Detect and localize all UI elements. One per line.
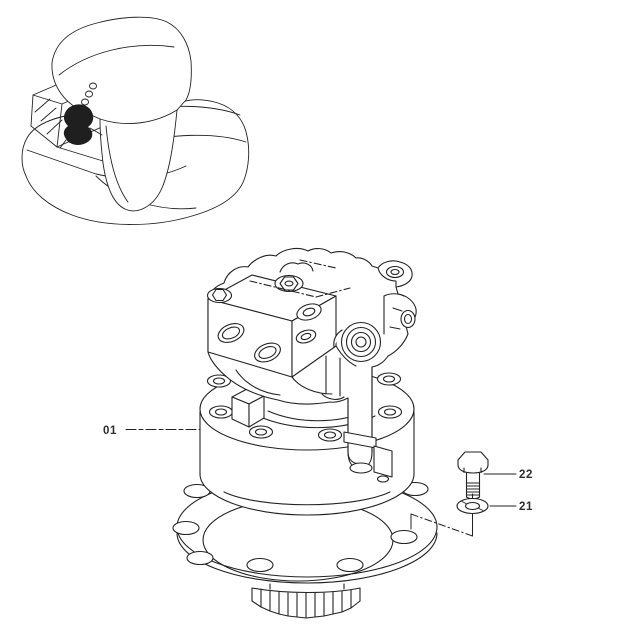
hex-plug-small [206, 287, 233, 304]
callout-22[interactable]: 22 [483, 469, 533, 481]
valve-block-ports [217, 323, 281, 363]
callout-01-label[interactable]: 01 [103, 425, 117, 437]
lifting-lug [279, 262, 314, 273]
swing-motor-assembly-drawing [172, 247, 438, 619]
callouts: 01 22 21 [103, 425, 533, 513]
hex-plug-large [274, 274, 304, 293]
hex-bolt-drawing [457, 451, 489, 500]
hydraulic-motor [206, 247, 417, 483]
drain-pipe [343, 366, 393, 483]
callout-21-label[interactable]: 21 [519, 501, 533, 513]
right-bracket-ear [377, 265, 405, 288]
gear-teeth [260, 588, 352, 619]
bolt-threads [466, 482, 480, 496]
shaft-coupling [333, 321, 382, 363]
flange-bolt-holes [172, 481, 429, 573]
side-plug-cylinder [383, 293, 416, 335]
swing-motor-location-marker [63, 104, 94, 145]
callout-22-label[interactable]: 22 [519, 469, 533, 481]
callout-21[interactable]: 21 [489, 501, 533, 513]
callout-01[interactable]: 01 [103, 425, 201, 437]
excavator-canopy-outline [51, 16, 192, 212]
spring-washer-drawing [456, 493, 489, 515]
round-bosses [295, 303, 322, 344]
top-plate-stopper-block [231, 388, 265, 428]
top-plate-bolts [206, 372, 403, 442]
installation-leader [410, 513, 473, 537]
pinion-gear [251, 583, 361, 619]
excavator-location-thumbnail [21, 16, 250, 225]
